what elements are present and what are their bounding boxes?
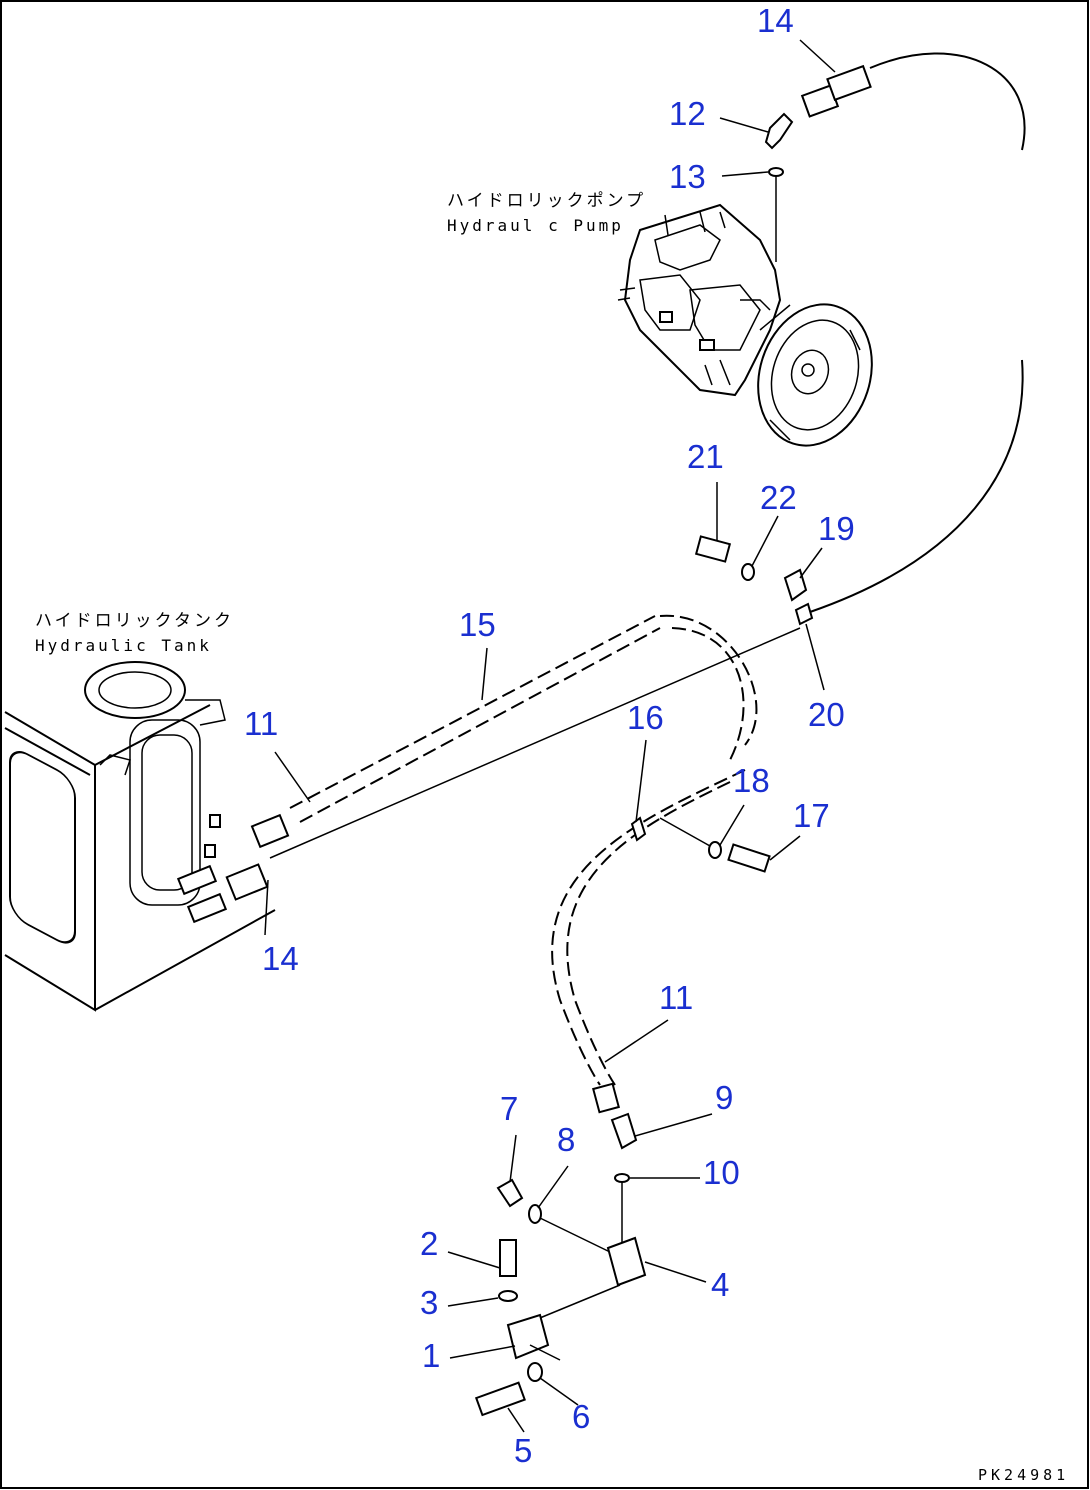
tank-label-en: Hydraulic Tank [35,636,212,655]
figure-code: PK24981 [978,1466,1070,1484]
callout-21[interactable]: 21 [687,438,724,475]
pump-fittings [764,52,1026,613]
callout-6[interactable]: 6 [572,1398,591,1435]
bracket-assembly-drawing [474,1112,647,1417]
callout-2[interactable]: 2 [420,1225,439,1262]
hydraulic-pump-drawing [617,203,873,447]
callout-3[interactable]: 3 [420,1284,439,1321]
pump-label-en: Hydraul c Pump [447,216,624,235]
leader-lines [264,39,836,1433]
callout-14-top[interactable]: 14 [757,2,794,39]
callout-9[interactable]: 9 [715,1079,734,1116]
callout-10[interactable]: 10 [703,1154,740,1191]
callout-11-upper[interactable]: 11 [244,705,279,742]
tank-label-ja: ハイドロリックタンク [35,611,234,631]
pump-label-ja: ハイドロリックポンプ [447,191,647,211]
clamp-parts-lower [659,817,771,873]
callout-12[interactable]: 12 [669,95,706,132]
hose-15-drawing [269,614,801,859]
callout-18[interactable]: 18 [733,762,770,799]
hydraulic-tank-drawing [4,661,290,1012]
callout-16[interactable]: 16 [627,699,664,736]
callout-14-bottom[interactable]: 14 [262,940,299,977]
hose-11-lower-drawing [551,769,746,1114]
callout-20[interactable]: 20 [808,696,845,733]
callout-17[interactable]: 17 [793,797,830,834]
callout-8[interactable]: 8 [557,1121,576,1158]
callout-5[interactable]: 5 [514,1432,533,1469]
callout-4[interactable]: 4 [711,1266,730,1303]
callout-13[interactable]: 13 [669,158,706,195]
callout-22[interactable]: 22 [760,479,797,516]
callout-15[interactable]: 15 [459,606,496,643]
callout-7[interactable]: 7 [500,1090,519,1127]
callout-1[interactable]: 1 [422,1337,441,1374]
callout-11-lower[interactable]: 11 [659,979,694,1016]
callout-19[interactable]: 19 [818,510,855,547]
